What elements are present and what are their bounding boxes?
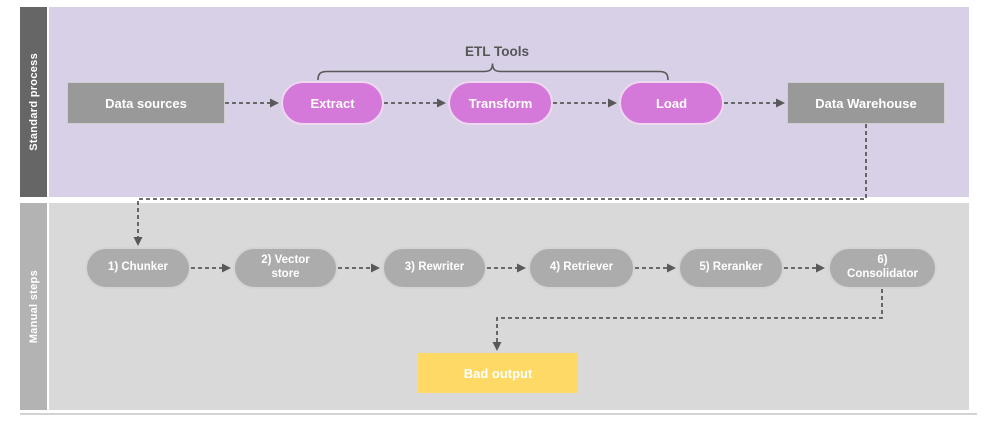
node-rewriter[interactable]: 3) Rewriter (382, 247, 487, 289)
node-extract-label: Extract (310, 95, 355, 111)
node-data-sources[interactable]: Data sources (67, 82, 225, 124)
node-transform-label: Transform (468, 95, 533, 111)
bottom-divider (20, 413, 977, 415)
node-retriever-label: 4) Retriever (549, 261, 614, 274)
node-load[interactable]: Load (619, 81, 724, 125)
node-chunker[interactable]: 1) Chunker (85, 247, 191, 289)
node-data-warehouse[interactable]: Data Warehouse (787, 82, 945, 124)
node-data-warehouse-label: Data Warehouse (815, 95, 917, 111)
node-consolidator[interactable]: 6) Consolidator (828, 247, 937, 289)
node-extract[interactable]: Extract (281, 81, 384, 125)
node-reranker[interactable]: 5) Reranker (678, 247, 784, 289)
lane-standard-process-label: Standard process (27, 53, 40, 151)
node-load-label: Load (655, 95, 688, 111)
node-vector-store-label: 2) Vector store (261, 254, 310, 280)
node-chunker-label: 1) Chunker (107, 261, 169, 274)
node-transform[interactable]: Transform (448, 81, 553, 125)
node-rewriter-label: 3) Rewriter (404, 261, 465, 274)
etl-tools-annotation: ETL Tools (465, 44, 529, 59)
node-data-sources-label: Data sources (105, 95, 187, 111)
lane-manual-steps-label: Manual steps (27, 269, 40, 344)
node-bad-output[interactable]: Bad output (418, 353, 578, 393)
node-consolidator-label: 6) Consolidator (847, 254, 918, 280)
node-reranker-label: 5) Reranker (699, 261, 763, 274)
node-retriever[interactable]: 4) Retriever (528, 247, 635, 289)
lane-standard-process-band: Standard process (20, 7, 47, 197)
node-vector-store[interactable]: 2) Vector store (233, 247, 338, 289)
lane-manual-steps-band: Manual steps (20, 203, 47, 410)
node-bad-output-label: Bad output (463, 365, 533, 381)
